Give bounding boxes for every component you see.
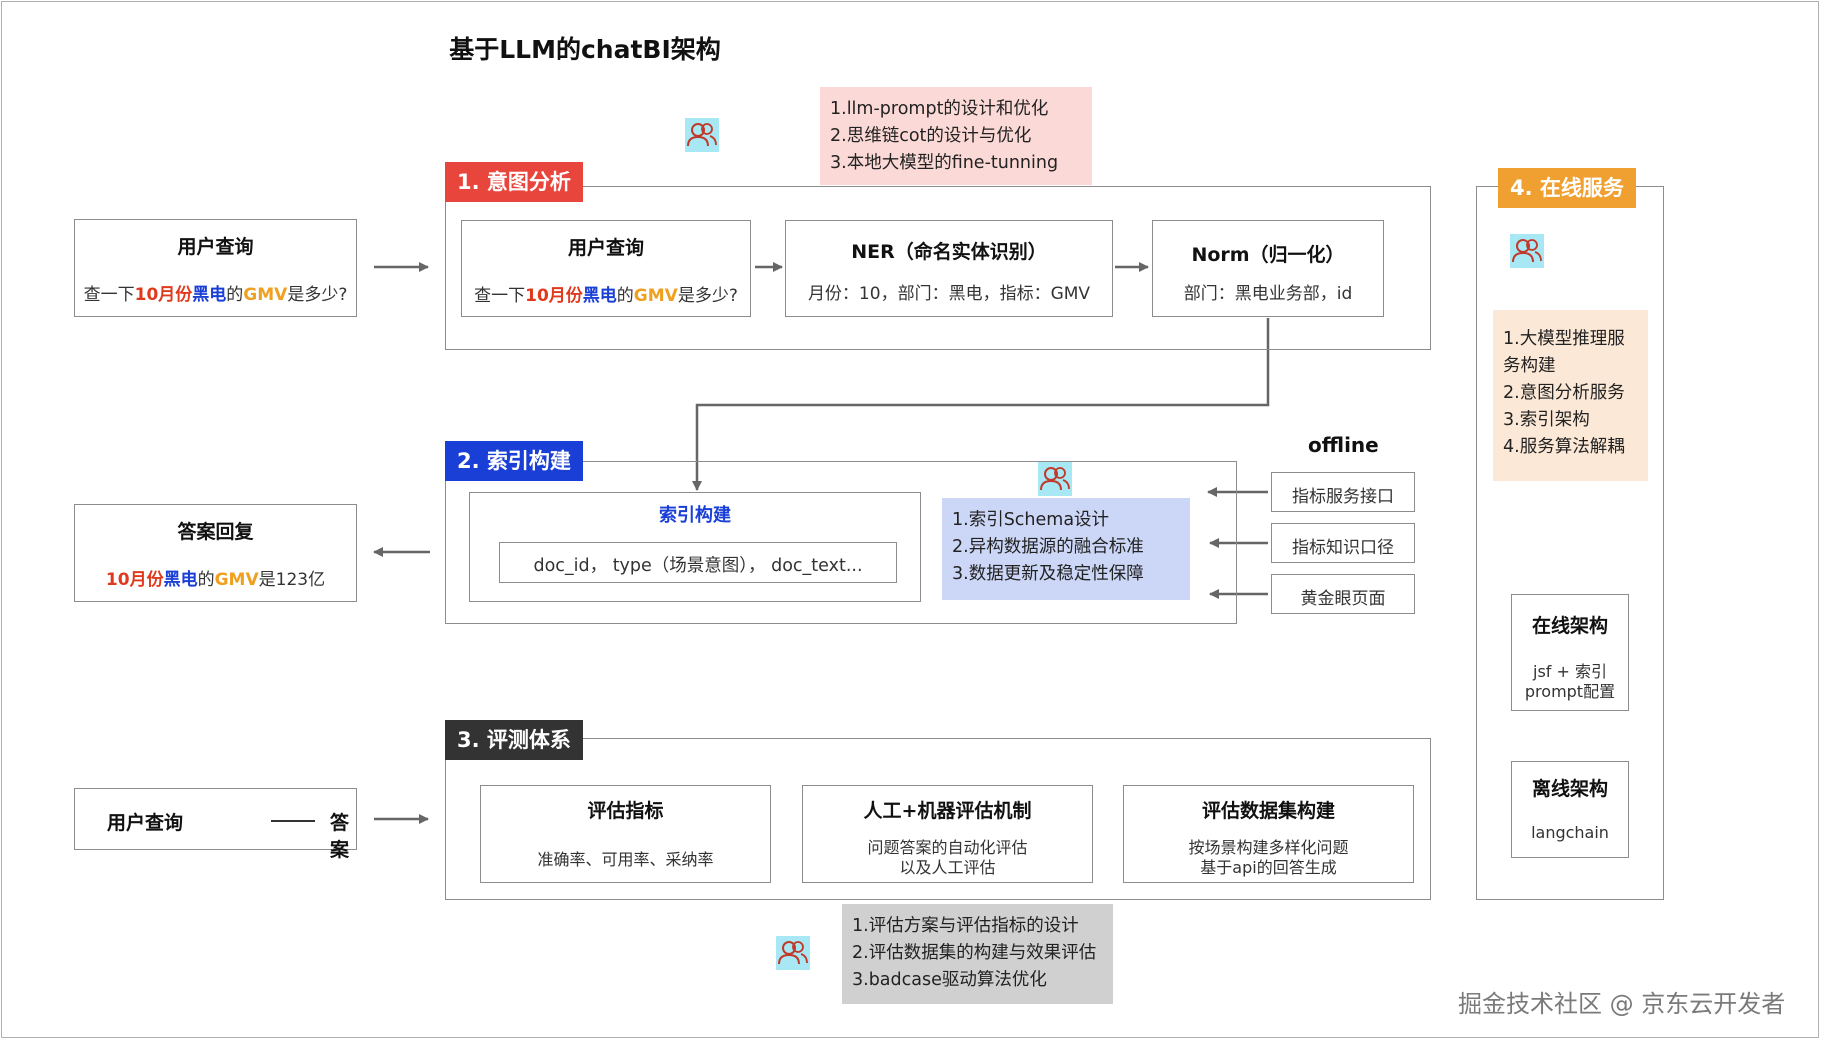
pair-answer-label: 答案 bbox=[329, 812, 349, 861]
eval-dataset-heading: 评估数据集构建 bbox=[1201, 800, 1335, 822]
ner-box: NER（命名实体识别） 月份：10，部门：黑电，指标：GMV bbox=[785, 220, 1113, 317]
query-month: 10月份 bbox=[134, 285, 193, 305]
eval-dataset-line: 基于api的回答生成 bbox=[1200, 858, 1337, 877]
online-note-item: 2.意图分析服务 bbox=[1503, 383, 1625, 403]
answer-text-part: 的 bbox=[197, 570, 215, 590]
query-text-part: 的 bbox=[226, 285, 244, 305]
user-query-box: 用户查询 查一下10月份黑电的GMV是多少? bbox=[74, 219, 357, 317]
online-note-item: 3.索引架构 bbox=[1503, 410, 1590, 430]
source-label: 指标知识口径 bbox=[1292, 538, 1394, 558]
answer-text: 10月份黑电的GMV是123亿 bbox=[75, 565, 356, 590]
index-note-item: 1.索引Schema设计 bbox=[952, 510, 1110, 530]
online-notes: 1.大模型推理服 务构建 2.意图分析服务 3.索引架构 4.服务算法解耦 bbox=[1493, 310, 1648, 481]
user-query-text: 查一下10月份黑电的GMV是多少? bbox=[75, 280, 356, 305]
eval-note-item: 2.评估数据集的构建与效果评估 bbox=[852, 943, 1097, 963]
offline-arch-box: 离线架构 langchain bbox=[1511, 761, 1629, 858]
intent-analysis-tag: 1. 意图分析 bbox=[445, 162, 583, 202]
offline-arch-heading: 离线架构 bbox=[1531, 778, 1608, 800]
answer-heading: 答案回复 bbox=[177, 521, 254, 543]
eval-mechanism-line: 问题答案的自动化评估 bbox=[867, 838, 1028, 857]
evaluation-section bbox=[445, 738, 1431, 900]
answer-month: 10月份 bbox=[105, 570, 164, 590]
offline-label: offline bbox=[1308, 433, 1379, 457]
online-note-item: 1.大模型推理服 bbox=[1503, 329, 1625, 349]
online-arch-heading: 在线架构 bbox=[1531, 615, 1608, 637]
eval-dataset-box: 评估数据集构建 按场景构建多样化问题 基于api的回答生成 bbox=[1123, 785, 1414, 883]
watermark: 掘金技术社区 @ 京东云开发者 bbox=[1458, 990, 1786, 1018]
eval-mechanism-line: 以及人工评估 bbox=[899, 858, 996, 877]
index-fields: doc_id， type（场景意图）， doc_text... bbox=[533, 556, 863, 576]
intent-note-item: 1.llm-prompt的设计和优化 bbox=[830, 99, 1049, 119]
online-note-item: 4.服务算法解耦 bbox=[1503, 437, 1625, 457]
norm-heading: Norm（归一化） bbox=[1191, 244, 1345, 266]
query-text-part: 查一下 bbox=[83, 285, 135, 305]
eval-metrics-box: 评估指标 准确率、可用率、采纳率 bbox=[480, 785, 771, 883]
eval-notes: 1.评估方案与评估指标的设计 2.评估数据集的构建与效果评估 3.badcase… bbox=[842, 904, 1113, 1004]
norm-text: 部门：黑电业务部，id bbox=[1183, 284, 1353, 304]
eval-metrics-heading: 评估指标 bbox=[587, 800, 664, 822]
query-dept: 黑电 bbox=[192, 285, 227, 305]
intent-query-text: 查一下10月份黑电的GMV是多少? bbox=[462, 281, 750, 306]
index-note-item: 3.数据更新及稳定性保障 bbox=[952, 564, 1144, 584]
online-note-item: 务构建 bbox=[1503, 356, 1556, 376]
index-notes: 1.索引Schema设计 2.异构数据源的融合标准 3.数据更新及稳定性保障 bbox=[942, 498, 1190, 600]
query-text-part: 查一下 bbox=[474, 286, 526, 306]
eval-note-item: 1.评估方案与评估指标的设计 bbox=[852, 916, 1079, 936]
answer-box: 答案回复 10月份黑电的GMV是123亿 bbox=[74, 504, 357, 602]
source-box-golden-eye: 黄金眼页面 bbox=[1271, 574, 1415, 614]
answer-text-part: 是123亿 bbox=[258, 570, 326, 590]
eval-mechanism-box: 人工+机器评估机制 问题答案的自动化评估 以及人工评估 bbox=[802, 785, 1093, 883]
index-build-section bbox=[445, 461, 1237, 624]
query-month: 10月份 bbox=[525, 286, 583, 306]
intent-user-query-box: 用户查询 查一下10月份黑电的GMV是多少? bbox=[461, 220, 751, 317]
intent-notes: 1.llm-prompt的设计和优化 2.思维链cot的设计与优化 3.本地大模… bbox=[820, 87, 1092, 185]
query-answer-pair-box: 用户查询 答案 bbox=[74, 788, 357, 861]
norm-box: Norm（归一化） 部门：黑电业务部，id bbox=[1152, 220, 1384, 317]
ner-heading: NER（命名实体识别） bbox=[851, 241, 1047, 263]
connector-norm-to-index bbox=[692, 318, 1270, 491]
pair-connector-line bbox=[271, 820, 315, 822]
intent-note-item: 3.本地大模型的fine-tunning bbox=[830, 153, 1059, 173]
diagram-title: 基于LLM的chatBI架构 bbox=[449, 35, 721, 64]
index-note-item: 2.异构数据源的融合标准 bbox=[952, 537, 1144, 557]
source-box-metric-knowledge: 指标知识口径 bbox=[1271, 523, 1415, 563]
eval-note-item: 3.badcase驱动算法优化 bbox=[852, 970, 1047, 990]
intent-note-item: 2.思维链cot的设计与优化 bbox=[830, 126, 1032, 146]
online-arch-box: 在线架构 jsf + 索引 prompt配置 bbox=[1511, 594, 1629, 711]
user-group-icon bbox=[1038, 462, 1072, 496]
query-dept: 黑电 bbox=[582, 286, 617, 306]
query-text-part: 的 bbox=[616, 286, 634, 306]
index-field-box: doc_id， type（场景意图）， doc_text... bbox=[499, 542, 897, 583]
online-arch-line: jsf + 索引 bbox=[1533, 662, 1607, 681]
answer-metric: GMV bbox=[214, 570, 259, 590]
ner-text: 月份：10，部门：黑电，指标：GMV bbox=[807, 284, 1091, 304]
online-arch-line: prompt配置 bbox=[1524, 682, 1616, 701]
offline-arch-line: langchain bbox=[1531, 823, 1609, 842]
user-group-icon bbox=[1510, 234, 1544, 268]
user-group-icon bbox=[685, 118, 719, 152]
index-build-box: 索引构建 doc_id， type（场景意图）， doc_text... bbox=[469, 492, 921, 602]
query-metric: GMV bbox=[243, 285, 288, 305]
eval-metrics-text: 准确率、可用率、采纳率 bbox=[537, 850, 714, 869]
online-service-tag: 4. 在线服务 bbox=[1498, 168, 1636, 208]
query-text-part: 是多少? bbox=[287, 285, 348, 305]
evaluation-tag: 3. 评测体系 bbox=[445, 720, 583, 760]
user-group-icon bbox=[776, 936, 810, 970]
source-label: 黄金眼页面 bbox=[1300, 589, 1386, 609]
index-build-title: 索引构建 bbox=[659, 505, 731, 526]
intent-query-heading: 用户查询 bbox=[567, 237, 644, 259]
source-label: 指标服务接口 bbox=[1292, 487, 1394, 507]
eval-dataset-line: 按场景构建多样化问题 bbox=[1188, 838, 1349, 857]
answer-dept: 黑电 bbox=[163, 570, 198, 590]
source-box-metric-api: 指标服务接口 bbox=[1271, 472, 1415, 512]
query-metric: GMV bbox=[633, 286, 678, 306]
query-text-part: 是多少? bbox=[677, 286, 738, 306]
intent-analysis-section bbox=[445, 186, 1431, 350]
user-query-heading: 用户查询 bbox=[177, 236, 254, 258]
pair-query-label: 用户查询 bbox=[107, 812, 184, 834]
index-build-tag: 2. 索引构建 bbox=[445, 441, 583, 481]
eval-mechanism-heading: 人工+机器评估机制 bbox=[863, 800, 1032, 822]
